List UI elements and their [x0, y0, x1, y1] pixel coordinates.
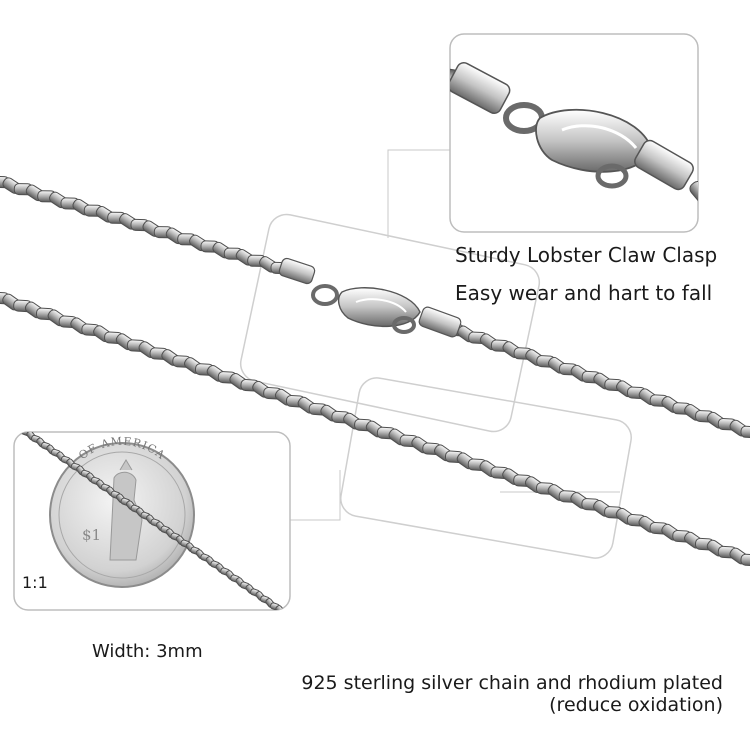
clasp-subcaption: Easy wear and hart to fall — [455, 281, 713, 305]
chain-link — [689, 180, 698, 204]
material-caption: 925 sterling silver chain and rhodium pl… — [301, 672, 723, 694]
width-caption: Width: 3mm — [92, 641, 203, 662]
clasp-closeup-panel — [449, 33, 699, 233]
scale-label: 1:1 — [22, 573, 48, 592]
lower-chain — [0, 291, 750, 567]
chain-link — [740, 425, 750, 439]
chain-link — [275, 605, 285, 610]
coin-denomination: $1 — [82, 526, 101, 544]
dollar-coin: OF AMERICA $1 — [49, 435, 195, 588]
chain-link — [740, 553, 750, 567]
coin-closeup-panel: OF AMERICA $1 — [13, 431, 291, 611]
clasp-caption: Sturdy Lobster Claw Clasp — [455, 243, 718, 267]
oxidation-caption: (reduce oxidation) — [549, 694, 723, 716]
upper-chain — [0, 175, 750, 439]
lobster-clasp-main — [278, 257, 462, 338]
